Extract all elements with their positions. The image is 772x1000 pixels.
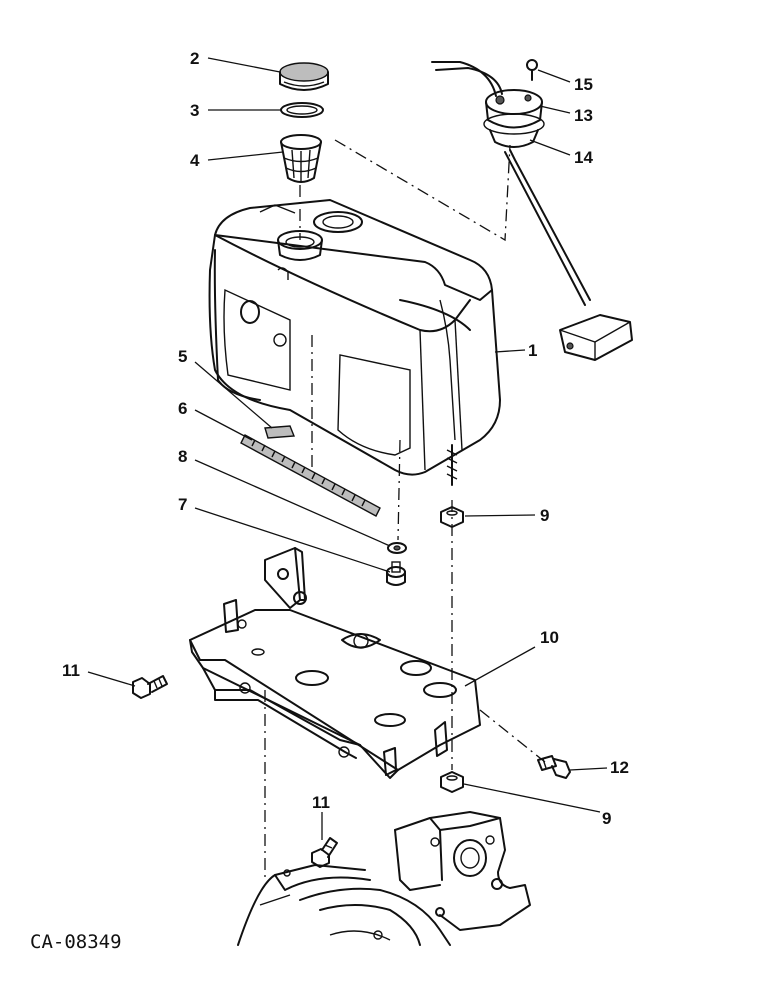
callout-labels: 2 3 4 15 13 14 1 5 6 8 7 9 10 11 12 9 11 [62,49,629,828]
alignment-lines [264,139,546,880]
bolts-11 [132,675,338,868]
washer-and-bolt [386,542,407,586]
callout-1: 1 [528,341,537,360]
leader-lines [87,57,608,840]
callout-8: 8 [178,447,187,466]
mounting-bracket [189,547,481,779]
callout-11-left: 11 [62,661,80,680]
callout-14: 14 [574,148,593,167]
strainer-basket [280,134,322,183]
filler-cap [279,62,329,91]
callout-4: 4 [190,151,200,170]
callout-9-lower: 9 [602,809,611,828]
callout-10: 10 [540,628,559,647]
callout-7: 7 [178,495,187,514]
callout-9-upper: 9 [540,506,549,525]
engine-housing [237,811,531,946]
callout-3: 3 [190,101,199,120]
fuel-tank [208,199,501,486]
callout-2: 2 [190,49,199,68]
rubber-pads [240,425,381,517]
callout-6: 6 [178,399,187,418]
cap-gasket [280,102,324,118]
callout-11-lower: 11 [312,793,330,812]
fuel-sender-unit [431,59,633,361]
callout-15: 15 [574,75,593,94]
callout-5: 5 [178,347,187,366]
diagram-code: CA-08349 [30,931,122,953]
nuts [440,506,464,793]
callout-13: 13 [574,106,593,125]
callout-12: 12 [610,758,629,777]
bolt-12 [537,755,571,779]
